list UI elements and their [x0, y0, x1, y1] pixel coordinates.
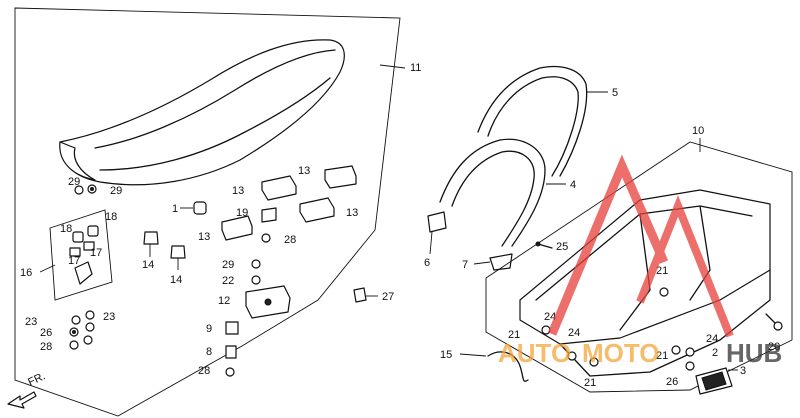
part-14-left — [143, 231, 159, 245]
label-26b: 26 — [666, 376, 678, 388]
label-4: 4 — [570, 179, 576, 191]
watermark-logo: AUTO MOTO HUB — [498, 154, 782, 368]
label-14a: 14 — [142, 259, 154, 271]
label-29b: 29 — [110, 185, 122, 197]
grab-rail-5 — [477, 65, 588, 177]
label-28c: 28 — [198, 365, 210, 377]
label-2: 2 — [712, 347, 718, 359]
label-29a: 29 — [68, 176, 80, 188]
label-15: 15 — [440, 349, 452, 361]
label-9: 9 — [206, 323, 212, 335]
cowl-hardware — [541, 287, 681, 367]
label-25: 25 — [556, 241, 568, 253]
label-18a: 18 — [60, 223, 72, 235]
reflector-assembly — [685, 347, 733, 395]
label-24c: 24 — [706, 333, 718, 345]
label-28b: 28 — [284, 234, 296, 246]
lock-hardware — [225, 259, 291, 377]
label-17a: 17 — [68, 255, 80, 267]
watermark-text-c: HUB — [726, 338, 782, 368]
label-14b: 14 — [170, 274, 182, 286]
label-20: 20 — [768, 341, 780, 353]
label-17b: 17 — [90, 247, 102, 259]
label-13a: 13 — [232, 185, 244, 197]
label-6: 6 — [424, 257, 430, 269]
label-5: 5 — [612, 87, 618, 99]
part-7 — [489, 253, 513, 271]
seat-cowl — [519, 189, 771, 377]
part-19 — [261, 207, 277, 223]
label-23b: 23 — [103, 311, 115, 323]
leader-11 — [379, 64, 406, 69]
seat-assembly — [59, 39, 345, 186]
part-18-17 — [69, 225, 99, 285]
bracket-box-16 — [49, 209, 113, 301]
label-22: 22 — [222, 275, 234, 287]
label-7: 7 — [462, 259, 468, 271]
label-8: 8 — [206, 346, 212, 358]
front-arrow-label: FR. — [26, 370, 47, 388]
label-13c: 13 — [346, 207, 358, 219]
label-11: 11 — [410, 62, 421, 74]
part-1 — [193, 201, 207, 215]
watermark-text-a: AUTO — [498, 338, 571, 368]
label-28a: 28 — [40, 341, 52, 353]
hardware-23-26-28 — [69, 310, 95, 350]
label-12: 12 — [218, 295, 230, 307]
label-26a: 26 — [40, 327, 52, 339]
label-21c: 21 — [584, 377, 596, 389]
label-21b: 21 — [508, 329, 520, 341]
label-29c: 29 — [222, 259, 234, 271]
part-15-wire — [487, 351, 529, 382]
watermark-inner-triangle-icon — [636, 195, 734, 338]
label-27: 27 — [382, 291, 394, 303]
part-27 — [353, 287, 367, 303]
label-23a: 23 — [25, 316, 37, 328]
label-21a: 21 — [656, 265, 668, 277]
label-10: 10 — [692, 125, 704, 137]
label-3: 3 — [740, 365, 746, 377]
part-14-right — [170, 245, 186, 259]
watermark-triangle-icon — [547, 154, 669, 336]
label-21d: 21 — [656, 350, 668, 362]
label-24b: 24 — [568, 327, 580, 339]
rail-4 — [439, 138, 546, 247]
watermark-text-b: MOTO — [582, 338, 660, 368]
part-13-blocks — [221, 165, 357, 241]
label-19: 19 — [236, 207, 248, 219]
label-18b: 18 — [105, 211, 117, 223]
part-6 — [427, 211, 447, 233]
cowl-plate-outline — [485, 141, 793, 393]
part-29-upper — [74, 184, 97, 195]
front-arrow-icon — [7, 391, 37, 409]
label-16: 16 — [20, 267, 32, 279]
label-13b: 13 — [298, 165, 310, 177]
label-13d: 13 — [198, 231, 210, 243]
label-1: 1 — [172, 203, 178, 215]
part-20-bolt — [765, 313, 783, 331]
part-28-mid — [261, 233, 271, 243]
seat-plate-outline — [14, 7, 401, 417]
